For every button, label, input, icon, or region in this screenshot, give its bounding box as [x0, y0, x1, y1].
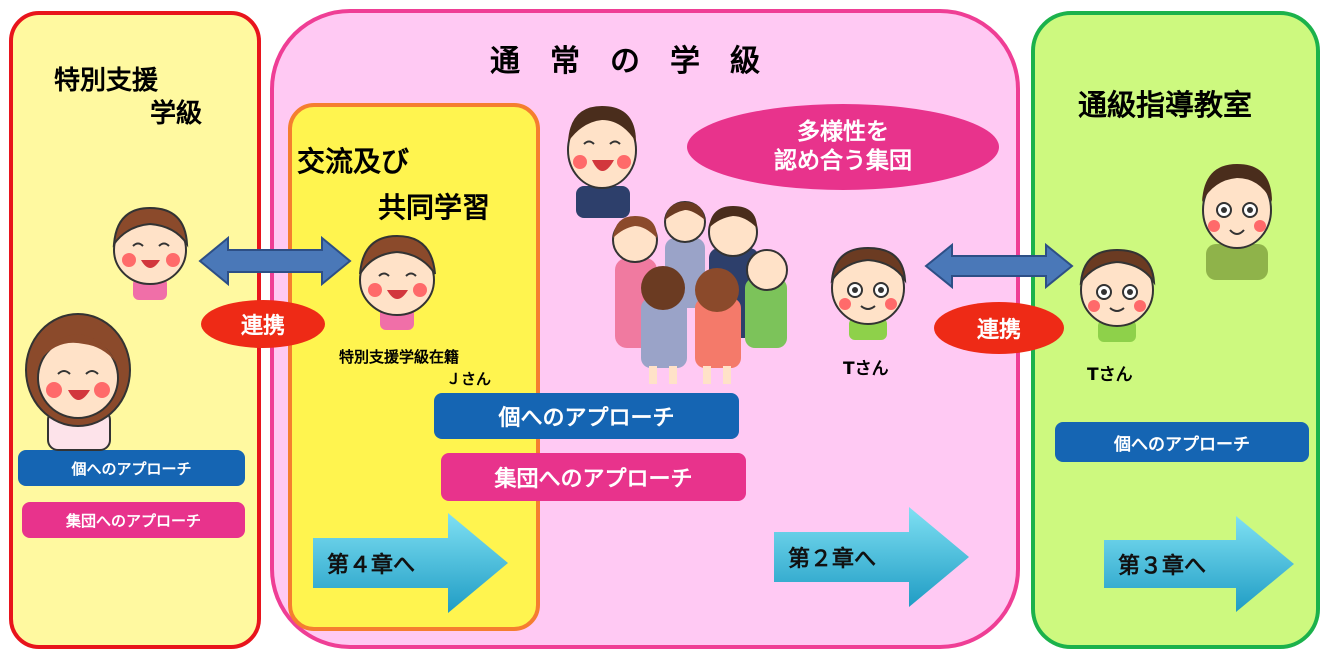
chapter-4-arrow-shape: [313, 513, 508, 613]
center-individual-approach-badge: 個へのアプローチ: [434, 393, 739, 439]
center-t-illustration: [830, 246, 907, 340]
right-double-arrow: [924, 242, 1074, 290]
special-support-title-line1: 特別支援: [54, 66, 159, 96]
chapter-2-arrow-shape: [774, 507, 969, 607]
right-individual-approach-badge: 個へのアプローチ: [1055, 422, 1309, 462]
chapter-3-label: 第３章へ: [1118, 554, 1207, 579]
diversity-line2: 認め合う集団: [774, 148, 912, 174]
student-j-line1: 特別支援学級在籍: [339, 348, 460, 366]
right-t-illustration: [1079, 248, 1156, 342]
special-support-title-line2: 学級: [150, 99, 203, 129]
right-teacher-illustration: [1202, 164, 1272, 280]
diversity-group-oval: 多様性を 認め合う集団: [687, 104, 999, 190]
right-link-oval: 連携: [934, 302, 1064, 354]
left-individual-approach-badge: 個へのアプローチ: [18, 450, 245, 486]
diversity-line1: 多様性を: [797, 119, 889, 146]
left-teacher-illustration: [25, 313, 131, 451]
left-double-arrow: [198, 235, 352, 287]
left-link-oval: 連携: [201, 300, 325, 348]
center-teacher-illustration: [567, 106, 637, 218]
student-group-illustration: [612, 201, 788, 384]
left-child-illustration: [112, 206, 189, 300]
center-t-label: Tさん: [843, 359, 889, 379]
exchange-title-line1: 交流及び: [297, 145, 410, 178]
center-group-approach-badge: 集団へのアプローチ: [441, 453, 746, 501]
chapter-4-arrow[interactable]: 第４章へ: [313, 513, 508, 613]
chapter-2-label: 第２章へ: [788, 547, 877, 572]
chapter-3-arrow[interactable]: 第３章へ: [1104, 516, 1294, 612]
chapter-4-label: 第４章へ: [327, 553, 416, 578]
right-t-label: Tさん: [1087, 365, 1133, 385]
chapter-2-arrow[interactable]: 第２章へ: [774, 507, 969, 607]
regular-class-title: 通 常 の 学 級: [490, 44, 760, 79]
chapter-3-arrow-shape: [1104, 516, 1294, 612]
student-j-line2: Ｊさん: [446, 370, 492, 388]
exchange-joint-learning-panel: [288, 103, 540, 631]
resource-room-title: 通級指導教室: [1078, 88, 1253, 122]
left-group-approach-badge: 集団へのアプローチ: [22, 502, 245, 538]
j-child-illustration: [359, 234, 436, 330]
exchange-title-line2: 共同学習: [378, 191, 491, 224]
